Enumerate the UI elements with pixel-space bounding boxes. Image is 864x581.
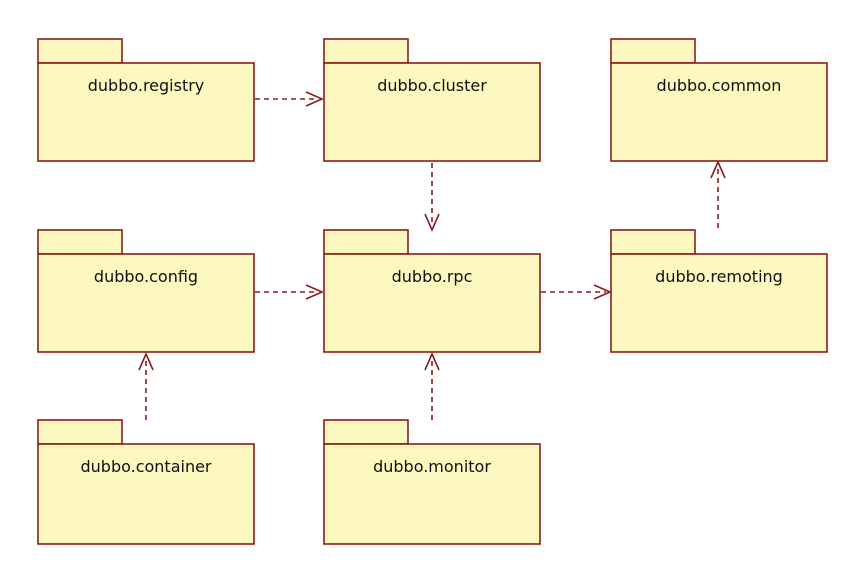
package-label: dubbo.cluster xyxy=(377,76,487,95)
dependency-rpc-to-remoting xyxy=(541,284,612,300)
package-container: dubbo.container xyxy=(37,419,255,545)
package-label: dubbo.common xyxy=(657,76,782,95)
package-label: dubbo.config xyxy=(94,267,198,286)
dependency-cluster-to-rpc xyxy=(424,163,440,232)
dependency-config-to-rpc xyxy=(255,284,324,300)
package-label: dubbo.monitor xyxy=(373,457,491,476)
dependency-container-to-config xyxy=(138,352,154,420)
package-registry: dubbo.registry xyxy=(37,38,255,162)
package-cluster: dubbo.cluster xyxy=(323,38,541,162)
dependency-remoting-to-common xyxy=(710,160,726,228)
package-config: dubbo.config xyxy=(37,229,255,353)
package-label: dubbo.remoting xyxy=(655,267,783,286)
dependency-registry-to-cluster xyxy=(255,91,324,107)
package-label: dubbo.registry xyxy=(88,76,205,95)
package-rpc: dubbo.rpc xyxy=(323,229,541,353)
package-common: dubbo.common xyxy=(610,38,828,162)
package-remoting: dubbo.remoting xyxy=(610,229,828,353)
package-monitor: dubbo.monitor xyxy=(323,419,541,545)
dependency-monitor-to-rpc xyxy=(424,352,440,420)
package-label: dubbo.rpc xyxy=(392,267,473,286)
package-label: dubbo.container xyxy=(80,457,211,476)
